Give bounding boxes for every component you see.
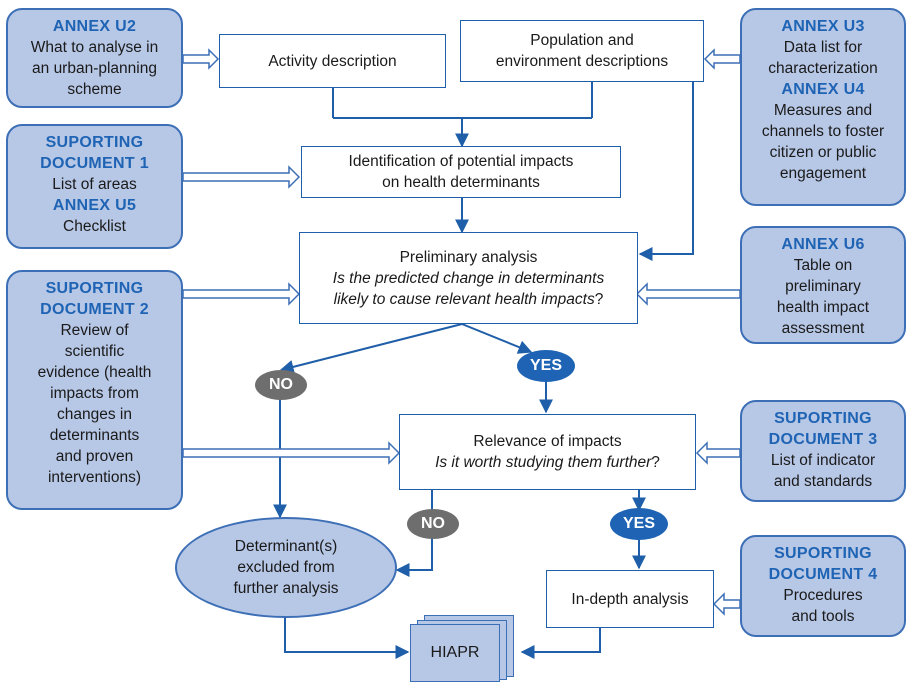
annex-u6-line: Table on (793, 257, 853, 274)
supporting-doc-2-line: changes in (57, 406, 132, 423)
supporting-doc-2-line: evidence (health (37, 364, 152, 381)
supporting-doc-4-box: SUPORTING DOCUMENT 4 Procedures and tool… (740, 535, 906, 637)
annex-u3-line: characterization (768, 60, 878, 77)
supporting-doc-4-line: Procedures (783, 587, 863, 604)
annex-u5-heading: ANNEX U5 (52, 197, 137, 214)
supporting-doc-1-heading: SUPORTING (45, 134, 144, 151)
annex-u6-box: ANNEX U6 Table on preliminary health imp… (740, 226, 906, 344)
supporting-doc-1-line: List of areas (52, 176, 137, 193)
annex-u2-line: What to analyse in (30, 39, 159, 56)
annex-u3-heading: ANNEX U3 (781, 18, 865, 35)
excluded-determinants-line: excluded from (237, 559, 335, 576)
yes-badge: YES (517, 350, 575, 382)
population-environment-box: Population and environment descriptions (460, 20, 704, 82)
question-mark: ? (594, 290, 604, 308)
annex-u4-line: channels to foster (761, 123, 885, 140)
block-arrow-doc4 (712, 592, 741, 616)
supporting-doc-2-line: interventions) (47, 469, 142, 486)
annex-u4-line: citizen or public (769, 144, 877, 161)
relevance-box: Relevance of impacts Is it worth studyin… (399, 414, 696, 490)
supporting-doc-3-heading: DOCUMENT 3 (768, 431, 878, 448)
supporting-doc-2-box: SUPORTING DOCUMENT 2 Review of scientifi… (6, 270, 183, 510)
block-arrow-u3 (703, 48, 741, 70)
activity-description-box: Activity description (219, 34, 446, 88)
annex-u6-line: health impact (776, 299, 870, 316)
no-badge: NO (255, 370, 307, 400)
block-arrow-doc3 (695, 441, 741, 465)
annex-u2-line: an urban-planning (32, 60, 157, 77)
annex-u2-heading: ANNEX U2 (52, 18, 137, 35)
annex-u4-line: engagement (779, 165, 867, 182)
block-arrow-doc2-relevance (182, 441, 401, 465)
hiapr-doc-front: HIAPR (410, 624, 500, 682)
supporting-doc-4-heading: SUPORTING (774, 545, 872, 562)
annex-u6-line: preliminary (785, 278, 861, 295)
annex-u3-u4-box: ANNEX U3 Data list for characterization … (740, 8, 906, 206)
connector-population-bypass (638, 82, 694, 261)
relevance-question: Is it worth studying them further (435, 454, 652, 471)
block-arrow-u2 (182, 48, 220, 70)
excluded-determinants-line: further analysis (233, 580, 339, 597)
excluded-determinants-oval: Determinant(s) excluded from further ana… (175, 517, 397, 618)
population-environment-line: Population and (530, 32, 634, 49)
annex-u3-line: Data list for (783, 39, 863, 56)
relevance-title: Relevance of impacts (473, 433, 622, 450)
no-badge: NO (407, 509, 459, 539)
identification-line: Identification of potential impacts (348, 153, 574, 170)
supporting-doc-2-line: impacts from (50, 385, 139, 402)
connector-prelim-to-yes (461, 323, 533, 354)
connector-indepth-to-hiapr (520, 628, 601, 659)
excluded-determinants-line: Determinant(s) (234, 538, 338, 555)
supporting-doc-4-heading: DOCUMENT 4 (768, 566, 878, 583)
preliminary-analysis-question-row: likely to cause relevant health impacts? (334, 289, 604, 310)
preliminary-analysis-question: Is the predicted change in determinants (332, 269, 605, 287)
identification-box: Identification of potential impacts on h… (301, 146, 621, 198)
question-mark: ? (651, 454, 660, 471)
supporting-doc-3-heading: SUPORTING (774, 410, 872, 427)
no-badge-label: NO (269, 376, 293, 393)
block-arrow-doc1 (182, 165, 301, 189)
preliminary-analysis-title: Preliminary analysis (399, 248, 538, 266)
in-depth-analysis-text: In-depth analysis (571, 590, 689, 608)
block-arrow-u6 (635, 282, 741, 306)
preliminary-analysis-question: likely to cause relevant health impacts (333, 290, 595, 308)
no-badge-label: NO (421, 515, 445, 532)
annex-u4-heading: ANNEX U4 (781, 81, 865, 98)
yes-badge-label: YES (622, 515, 655, 532)
supporting-doc-2-heading: SUPORTING (45, 280, 144, 297)
supporting-doc-3-line: List of indicator (770, 452, 876, 469)
identification-line: on health determinants (382, 174, 540, 191)
supporting-doc-4-line: and tools (791, 608, 855, 625)
annex-u6-line: assessment (781, 320, 865, 337)
annex-u2-box: ANNEX U2 What to analyse in an urban-pla… (6, 8, 183, 108)
supporting-doc-2-line: Review of (60, 322, 129, 339)
annex-u6-heading: ANNEX U6 (781, 236, 865, 253)
activity-description-text: Activity description (268, 52, 397, 70)
supporting-doc-3-box: SUPORTING DOCUMENT 3 List of indicator a… (740, 400, 906, 502)
connector-excluded-to-hiapr (284, 617, 410, 659)
annex-u2-line: scheme (67, 81, 122, 98)
annex-u4-line: Measures and (773, 102, 873, 119)
supporting-doc-2-line: determinants (49, 427, 140, 444)
yes-badge: YES (610, 508, 668, 540)
hiapr-label: HIAPR (430, 644, 480, 661)
block-arrow-doc2-prelim (182, 282, 301, 306)
yes-badge-label: YES (529, 357, 562, 374)
population-environment-line: environment descriptions (495, 53, 669, 70)
in-depth-analysis-box: In-depth analysis (546, 570, 714, 628)
supporting-doc-1-box: SUPORTING DOCUMENT 1 List of areas ANNEX… (6, 124, 183, 249)
supporting-doc-2-heading: DOCUMENT 2 (40, 301, 149, 318)
supporting-doc-3-line: and standards (773, 473, 873, 490)
relevance-question-row: Is it worth studying them further? (435, 452, 660, 473)
connector-prelim-to-no (279, 323, 463, 374)
supporting-doc-2-line: scientific (64, 343, 125, 360)
supporting-doc-2-line: and proven (55, 448, 134, 465)
annex-u5-line: Checklist (63, 218, 126, 235)
preliminary-analysis-box: Preliminary analysis Is the predicted ch… (299, 232, 638, 324)
supporting-doc-1-heading: DOCUMENT 1 (40, 155, 149, 172)
